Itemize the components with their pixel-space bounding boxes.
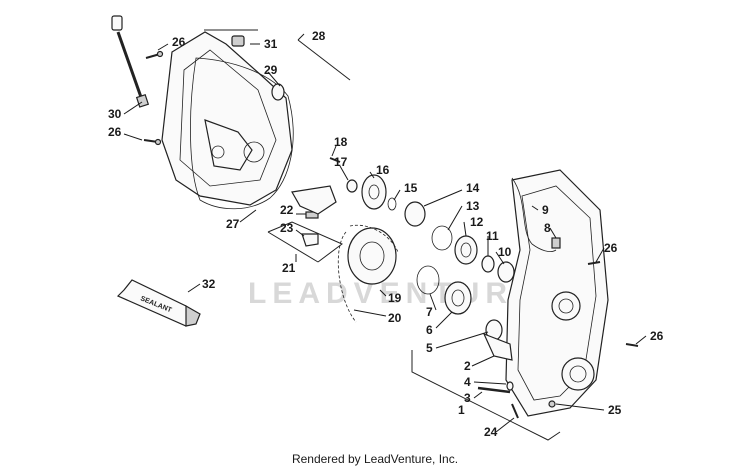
drive-components [267,157,515,341]
callout-7: 7 [426,305,433,319]
callout-24: 24 [484,425,498,439]
callout-28: 28 [312,29,326,43]
callout-29: 29 [264,63,278,77]
callout-31: 31 [264,37,278,51]
plug-31 [231,35,245,47]
callout-22: 22 [280,203,294,217]
rear-case-assembly [411,169,639,441]
seal-29 [271,83,285,101]
callout-21: 21 [282,261,296,275]
callout-4: 4 [464,375,471,389]
watermark-text: LEADVENTURE [248,277,539,310]
callout-10: 10 [498,245,512,259]
footer-credit: Rendered by LeadVenture, Inc. [291,452,459,466]
callout-9: 9 [542,203,549,217]
sealant-tube-32: SEALANT [116,279,201,327]
tensioner-23 [301,233,319,247]
front-cover-assembly [111,15,351,210]
callout-17: 17 [334,155,348,169]
callout-14: 14 [466,181,480,195]
callout-30: 30 [108,107,122,121]
dipstick-30 [111,15,150,108]
callout-26-far-right: 26 [650,329,664,343]
callout-8: 8 [544,221,551,235]
callout-26-left: 26 [108,125,122,139]
chain-20 [337,224,399,323]
callout-12: 12 [470,215,484,229]
screw-26-top [145,50,164,59]
callout-23: 23 [280,221,294,235]
leader-lines [123,33,647,433]
callout-26-top: 26 [172,35,186,49]
callout-5: 5 [426,341,433,355]
callout-numbers: 26 31 28 29 30 26 27 18 17 16 15 14 13 1… [108,29,664,439]
callout-1: 1 [458,403,465,417]
screw-26-left [143,138,162,146]
gear-14 [404,201,426,227]
callout-19: 19 [388,291,402,305]
callout-11: 11 [486,229,499,243]
gear-19 [347,227,397,285]
callout-16: 16 [376,163,390,177]
hose-9 [511,177,557,252]
bolt-3 [477,386,511,394]
callout-18: 18 [334,135,348,149]
callout-32: 32 [202,277,216,291]
pin-22 [305,211,319,219]
callout-15: 15 [404,181,418,195]
sprocket-16 [361,174,387,210]
callout-26-right: 26 [604,241,618,255]
callout-3: 3 [464,391,471,405]
callout-20: 20 [388,311,402,325]
callout-2: 2 [464,359,471,373]
callout-25: 25 [608,403,622,417]
callout-6: 6 [426,323,433,337]
callout-13: 13 [466,199,480,213]
callout-27: 27 [226,217,240,231]
